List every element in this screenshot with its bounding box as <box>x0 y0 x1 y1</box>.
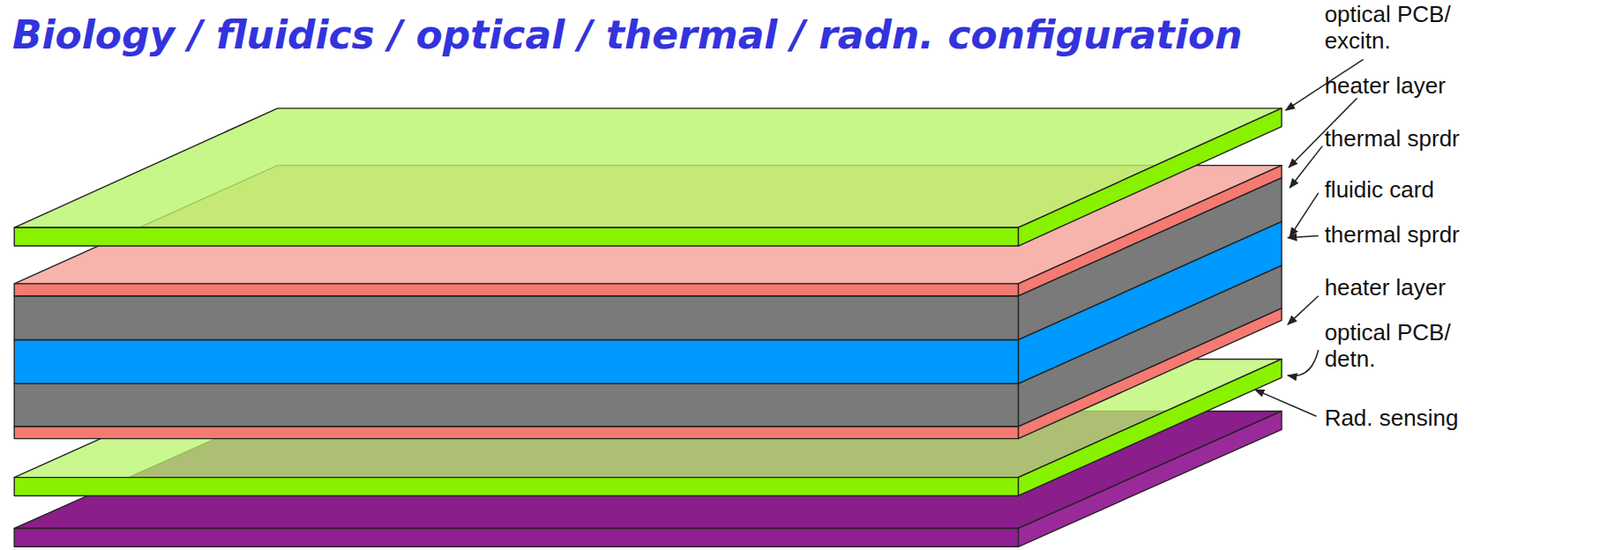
layer-label: Rad. sensing <box>1324 405 1459 433</box>
layer-label: fluidic card <box>1324 177 1435 204</box>
layer-label: optical PCB/ detn. <box>1324 320 1479 374</box>
optical-excitation-layer <box>14 108 1282 247</box>
layer-label: heater layer <box>1324 73 1446 100</box>
layer-label: optical PCB/ excitn. <box>1324 1 1479 55</box>
layer-label: heater layer <box>1324 275 1446 302</box>
diagram-title: Biology / fluidics / optical / thermal /… <box>12 14 1243 57</box>
layer-label: thermal sprdr <box>1324 126 1460 153</box>
layer-label: thermal sprdr <box>1324 222 1460 249</box>
